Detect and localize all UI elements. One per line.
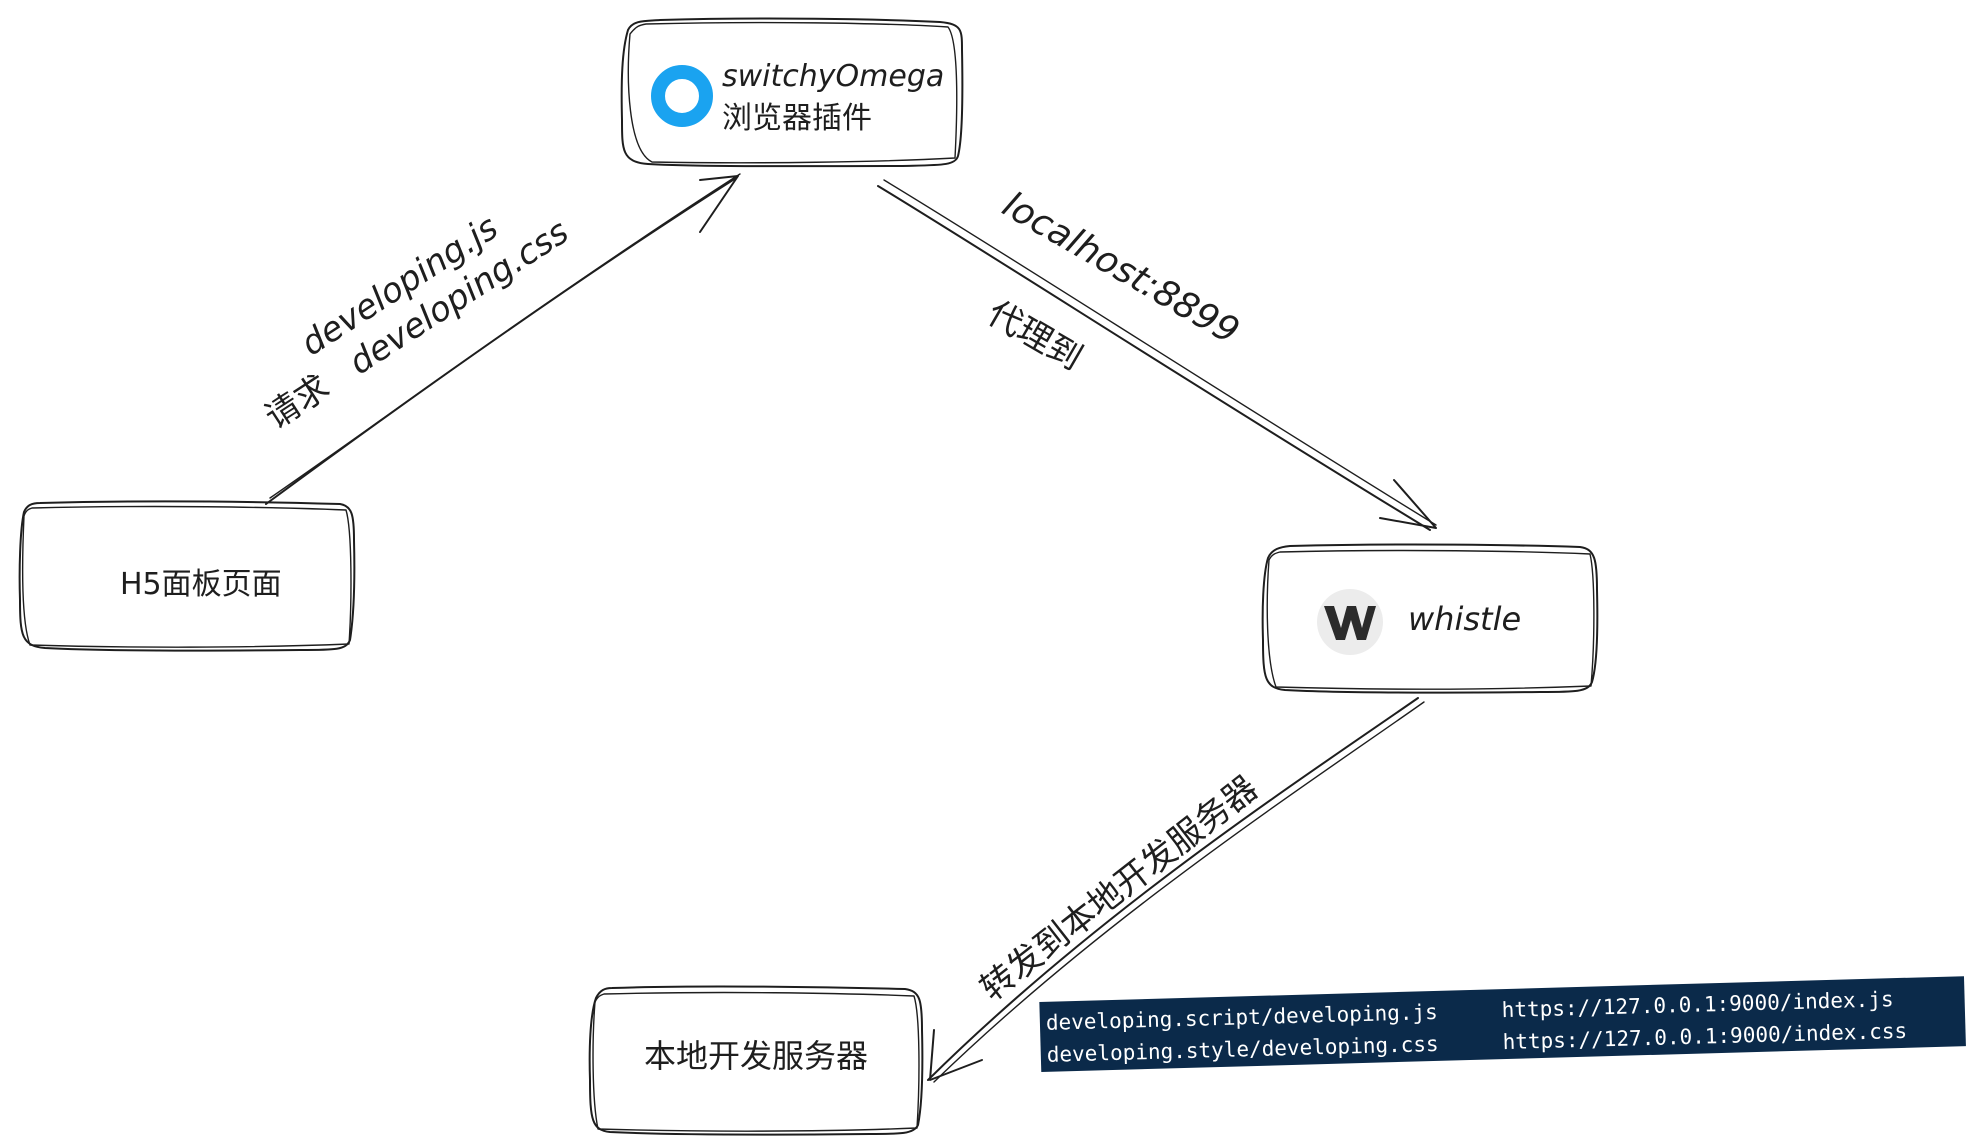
whistle-logo-icon	[1317, 589, 1383, 655]
whistle-label: whistle	[1408, 600, 1521, 638]
switchyomega-ring-shape	[651, 65, 713, 127]
whistle-node: whistle	[1261, 543, 1599, 694]
switchyomega-node: switchyOmega 浏览器插件	[620, 17, 964, 168]
switchyomega-ring-icon	[651, 65, 713, 127]
rules-panel-background	[1039, 976, 1966, 1072]
proxy-label-target: 代理到	[981, 293, 1089, 379]
h5-page-label: H5面板页面	[120, 567, 282, 602]
request-label-prefix: 请求	[258, 367, 337, 438]
dev-server-label: 本地开发服务器	[644, 1037, 868, 1075]
forward-arrow	[927, 697, 1425, 1083]
proxy-label-cn: 代理到	[981, 293, 1089, 379]
proxy-arrow	[877, 179, 1437, 531]
whistle-rules-panel: developing.script/developing.js https://…	[1039, 976, 1966, 1072]
request-label: 请求 developing.js developing.css	[258, 208, 576, 438]
dev-server-node: 本地开发服务器	[588, 985, 924, 1136]
whistle-logo-w-shape	[1324, 606, 1376, 640]
forward-label: 转发到本地开发服务器	[973, 768, 1266, 1009]
switchyomega-title: switchyOmega	[722, 59, 944, 94]
forward-label-text: 转发到本地开发服务器	[973, 768, 1266, 1009]
h5-page-node: H5面板页面	[18, 500, 356, 652]
request-arrow	[265, 173, 741, 505]
switchyomega-subtitle: 浏览器插件	[722, 101, 872, 136]
